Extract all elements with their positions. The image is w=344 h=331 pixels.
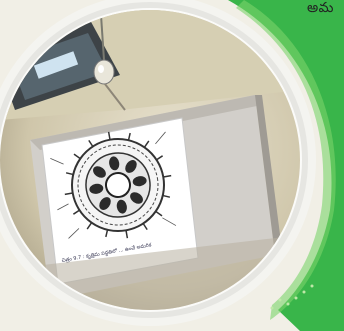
corner-text: అమ [307, 0, 334, 19]
